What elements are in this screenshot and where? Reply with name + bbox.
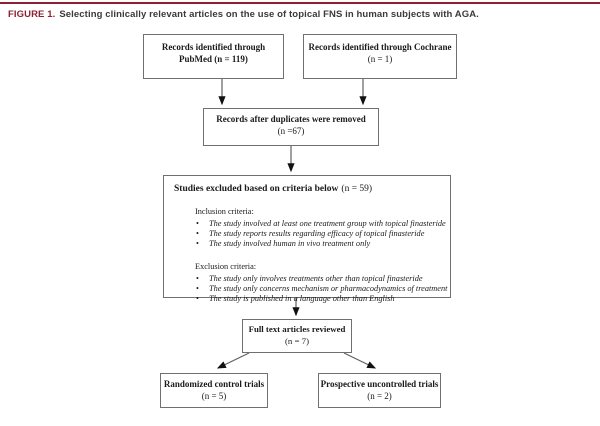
node-excluded-criteria: Studies excluded based on criteria below… — [163, 175, 451, 304]
node-randomized-trials-line1: Randomized control trials — [163, 379, 265, 389]
node-records-pubmed: Records identified through PubMed (n = 1… — [143, 34, 284, 79]
node-records-pubmed-line1: Records identified through — [161, 42, 266, 52]
figure-caption-text: Selecting clinically relevant articles o… — [59, 9, 479, 20]
node-fulltext-reviewed-count: (n = 7) — [284, 336, 309, 346]
node-duplicates-removed-line1: Records after duplicates were removed — [216, 114, 366, 124]
node-prospective-trials-count: (n = 2) — [367, 391, 392, 401]
node-randomized-trials: Randomized control trials (n = 5) — [160, 373, 268, 408]
inclusion-item: The study reports results regarding effi… — [195, 229, 450, 239]
inclusion-item: The study involved at least one treatmen… — [195, 219, 450, 229]
exclusion-criteria-list: The study only involves treatments other… — [195, 274, 450, 305]
node-duplicates-removed-count: (n =67) — [277, 126, 305, 136]
node-records-cochrane-line1: Records identified through Cochrane — [308, 42, 452, 52]
node-records-cochrane: Records identified through Cochrane (n =… — [303, 34, 457, 79]
figure-top-rule — [0, 2, 600, 4]
node-randomized-trials-count: (n = 5) — [201, 391, 227, 401]
node-duplicates-removed: Records after duplicates were removed (n… — [203, 108, 379, 146]
criteria-heading-text: Studies excluded based on criteria below — [174, 184, 339, 194]
node-fulltext-reviewed-line1: Full text articles reviewed — [248, 324, 346, 334]
node-prospective-trials-line1: Prospective uncontrolled trials — [320, 379, 439, 389]
inclusion-criteria-label: Inclusion criteria: — [195, 207, 254, 216]
figure-label: FIGURE 1. — [8, 9, 56, 20]
exclusion-criteria-label: Exclusion criteria: — [195, 261, 257, 271]
node-prospective-trials: Prospective uncontrolled trials (n = 2) — [318, 373, 441, 408]
node-records-cochrane-count: (n = 1) — [367, 54, 393, 64]
figure-caption: FIGURE 1.Selecting clinically relevant a… — [8, 9, 596, 20]
exclusion-item: The study only involves treatments other… — [195, 274, 450, 284]
inclusion-item: The study involved human in vivo treatme… — [195, 239, 450, 249]
exclusion-item: The study is published in a language oth… — [195, 294, 450, 304]
exclusion-item: The study only concerns mechanism or pha… — [195, 284, 450, 294]
node-fulltext-reviewed: Full text articles reviewed (n = 7) — [242, 319, 352, 353]
node-records-pubmed-count: PubMed (n = 119) — [179, 54, 248, 64]
criteria-heading: Studies excluded based on criteria below… — [174, 184, 440, 195]
inclusion-criteria-list: The study involved at least one treatmen… — [195, 219, 450, 250]
criteria-heading-count: (n = 59) — [341, 184, 373, 194]
